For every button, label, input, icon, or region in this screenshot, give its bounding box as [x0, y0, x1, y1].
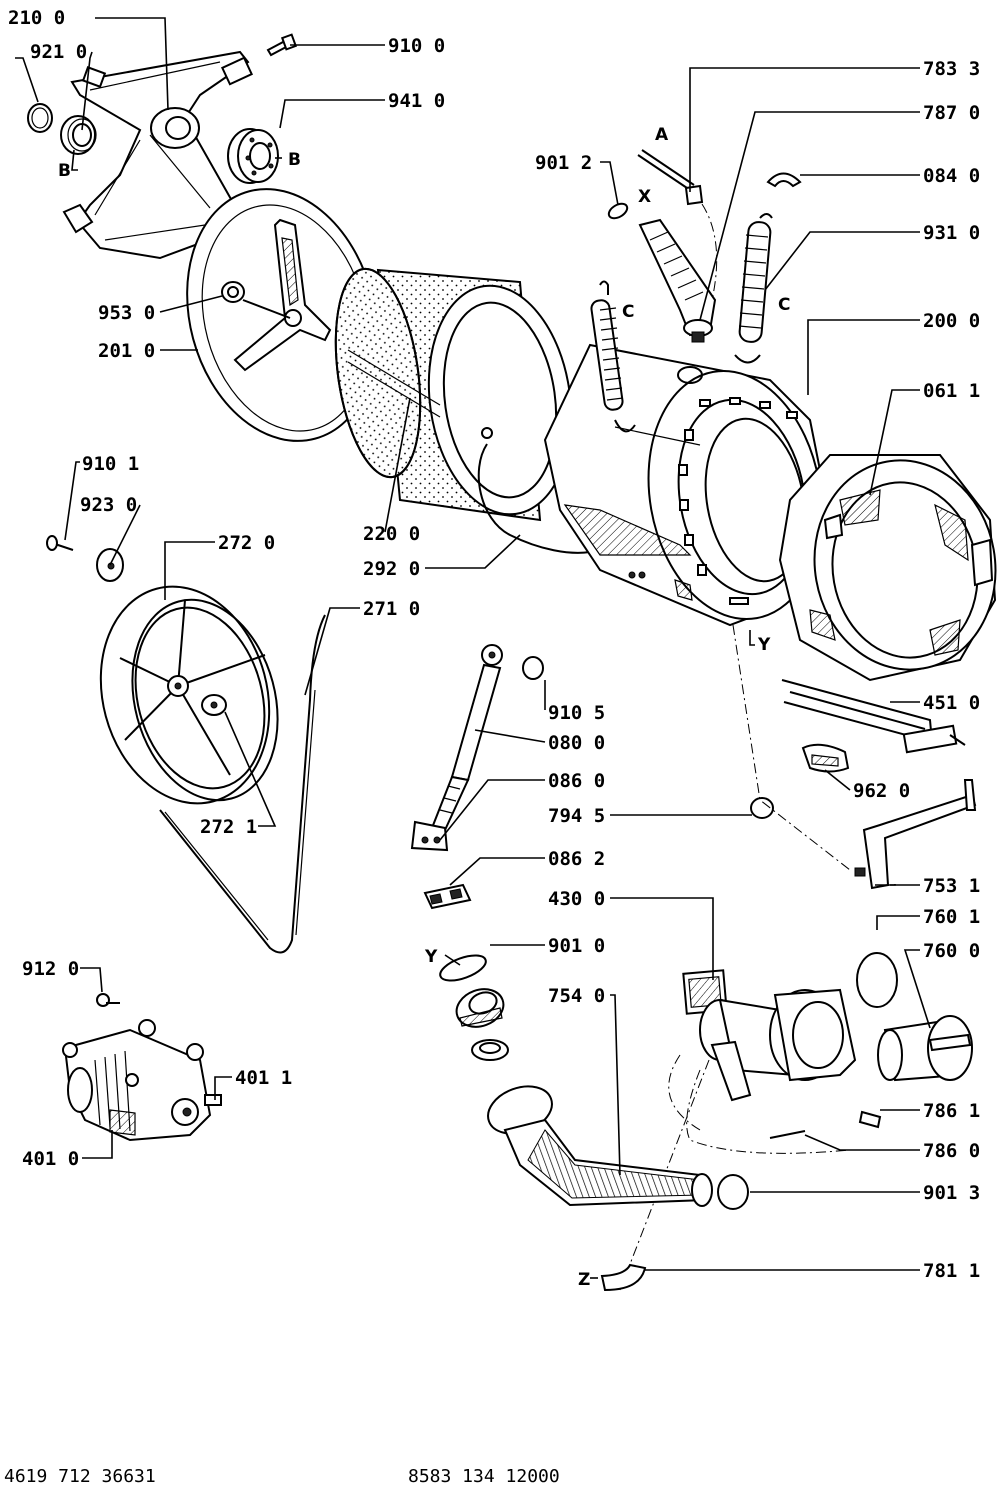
ref-letter-c-right: C: [778, 295, 790, 315]
ref-letter-b-left: B: [58, 161, 71, 181]
label-086-0: 086 0: [548, 770, 605, 792]
motor-drawing: [62, 1019, 222, 1142]
label-781-1: 781 1: [923, 1260, 980, 1282]
label-272-1: 272 1: [200, 816, 257, 838]
ref-letter-x: X: [638, 187, 651, 207]
elbow-hose-drawing: [600, 1263, 647, 1292]
ntc-bracket-drawing: [854, 779, 977, 890]
suspension-springs-drawing: [590, 213, 773, 433]
label-200-0: 200 0: [923, 310, 980, 332]
pump-pins-drawing: [769, 1110, 882, 1139]
sump-ring-drawing: [439, 954, 487, 982]
ref-letter-y-tub: Y: [757, 635, 771, 655]
label-272-0: 272 0: [218, 532, 275, 554]
label-401-0: 401 0: [22, 1148, 79, 1170]
label-430-0: 430 0: [548, 888, 605, 910]
label-901-0: 901 0: [548, 935, 605, 957]
leader-lines: [15, 17, 931, 1279]
tub-gasket-drawing: [477, 443, 591, 554]
filter-oring-drawing: [856, 952, 898, 1008]
label-912-0: 912 0: [22, 958, 79, 980]
footer-center-code: 8583 134 12000: [408, 1466, 560, 1487]
front-ring-drawing: [778, 454, 997, 682]
label-962-0: 962 0: [853, 780, 910, 802]
footer-left-code: 4619 712 36631: [4, 1466, 156, 1487]
reference-letters: B B A X C C Y Y Z: [58, 125, 790, 1290]
label-953-0: 953 0: [98, 302, 155, 324]
label-292-0: 292 0: [363, 558, 420, 580]
motor-screw-drawing: [96, 993, 120, 1007]
label-201-0: 201 0: [98, 340, 155, 362]
label-271-0: 271 0: [363, 598, 420, 620]
label-220-0: 220 0: [363, 523, 420, 545]
sump-hose-drawing: [487, 1085, 713, 1207]
label-451-0: 451 0: [923, 692, 980, 714]
small-bearing-drawing: [60, 115, 97, 155]
ref-letter-c-left: C: [622, 302, 634, 322]
pressure-hose-drawing: [638, 218, 717, 343]
label-080-0: 080 0: [548, 732, 605, 754]
label-910-0: 910 0: [388, 35, 445, 57]
outer-tub-drawing: [543, 343, 823, 627]
label-210-0: 210 0: [8, 7, 65, 29]
large-bearing-drawing: [227, 128, 279, 184]
damper-ring-drawing: [522, 656, 544, 680]
drain-plug-drawing: [750, 797, 774, 819]
drive-belt-drawing: [159, 614, 326, 954]
ref-letter-z: Z: [578, 1270, 590, 1290]
label-910-1: 910 1: [82, 453, 139, 475]
hose-clamp-drawing: [717, 1174, 749, 1210]
label-754-0: 754 0: [548, 985, 605, 1007]
label-901-2: 901 2: [535, 152, 592, 174]
label-901-3: 901 3: [923, 1182, 980, 1204]
label-401-1: 401 1: [235, 1067, 292, 1089]
label-061-1: 061 1: [923, 380, 980, 402]
label-931-0: 931 0: [923, 222, 980, 244]
label-787-0: 787 0: [923, 102, 980, 124]
label-760-1: 760 1: [923, 906, 980, 928]
drum-pulley-drawing: [99, 585, 279, 805]
label-086-2: 086 2: [548, 848, 605, 870]
heater-seal-drawing: [801, 743, 850, 773]
drum-drawing: [334, 267, 573, 522]
pump-filter-drawing: [877, 1015, 973, 1082]
pulley-hub-drawing: [201, 694, 227, 716]
shock-damper-drawing: [410, 644, 503, 852]
label-783-3: 783 3: [923, 58, 980, 80]
label-941-0: 941 0: [388, 90, 445, 112]
heating-element-drawing: [781, 679, 966, 754]
label-786-0: 786 0: [923, 1140, 980, 1162]
label-794-5: 794 5: [548, 805, 605, 827]
pulley-screw-drawing: [46, 535, 74, 551]
circlip-drawing: [27, 103, 53, 133]
label-921-0: 921 0: [30, 41, 87, 63]
drain-pump-drawing: [682, 969, 857, 1102]
footer: 4619 712 36631 8583 134 12000: [4, 1466, 560, 1487]
label-753-1: 753 1: [923, 875, 980, 897]
label-786-1: 786 1: [923, 1100, 980, 1122]
shaft-seal-drawing: [221, 281, 245, 303]
label-760-0: 760 0: [923, 940, 980, 962]
ref-letter-a: A: [655, 125, 669, 145]
hose-clip-drawing: [766, 172, 802, 188]
sump-bellows-drawing: [455, 988, 505, 1028]
label-084-0: 084 0: [923, 165, 980, 187]
ref-letter-b-right: B: [288, 150, 301, 170]
label-923-0: 923 0: [80, 494, 137, 516]
part-number-labels: 210 0 921 0 910 0 941 0 953 0 201 0 910 …: [8, 7, 980, 1282]
ref-letter-y-ring: Y: [424, 947, 438, 967]
label-910-5: 910 5: [548, 702, 605, 724]
damper-clip-drawing: [423, 883, 472, 910]
sump-valve-drawing: [471, 1039, 509, 1061]
